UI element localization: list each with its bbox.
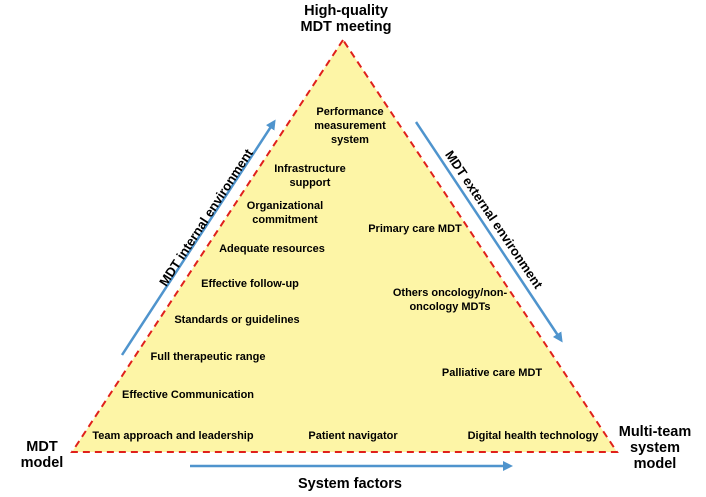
factor-patient-navigator: Patient navigator (308, 430, 398, 442)
factor-performance-measurement: Performance measurement system (285, 105, 415, 147)
internal-environment-arrow (120, 119, 276, 356)
left-corner-label: MDT model (14, 439, 70, 471)
factor-full-therapeutic-range: Full therapeutic range (150, 351, 266, 363)
left-corner-line1: MDT (26, 439, 58, 455)
triangle-shape (70, 38, 619, 453)
factor-line: Others oncology/non- (392, 287, 508, 299)
factor-primary-care-mdt: Primary care MDT (368, 223, 462, 235)
right-corner-line3: model (633, 456, 677, 472)
right-corner-line2: system (630, 440, 680, 456)
factor-line: commitment (252, 214, 318, 226)
factor-palliative-care-mdt: Palliative care MDT (441, 367, 543, 379)
apex-label-line1: High-quality (304, 3, 388, 19)
factor-digital-health-technology: Digital health technology (467, 430, 599, 442)
left-corner-line2: model (20, 455, 64, 471)
factor-line: Organizational (246, 200, 324, 212)
apex-label: High-quality MDT meeting (286, 3, 406, 35)
factor-organizational-commitment: Organizational commitment (225, 199, 345, 227)
factor-line: Performance (316, 106, 384, 118)
factor-line: Infrastructure (274, 163, 346, 175)
factor-effective-follow-up: Effective follow-up (201, 278, 299, 290)
system-factors-label: System factors (298, 476, 402, 492)
factor-adequate-resources: Adequate resources (219, 243, 325, 255)
factor-infrastructure-support: Infrastructure support (250, 162, 370, 190)
factor-team-approach-leadership: Team approach and leadership (92, 430, 254, 442)
right-corner-line1: Multi-team (618, 424, 692, 440)
factor-line: oncology MDTs (409, 301, 491, 313)
factor-line: support (289, 177, 331, 189)
factor-effective-communication: Effective Communication (121, 389, 255, 401)
factor-line: system (331, 134, 369, 146)
external-environment-arrow (414, 121, 563, 343)
apex-label-line2: MDT meeting (300, 19, 392, 35)
factor-other-mdts: Others oncology/non- oncology MDTs (380, 286, 520, 314)
factor-line: measurement (314, 120, 386, 132)
factor-standards-guidelines: Standards or guidelines (174, 314, 300, 326)
right-corner-label: Multi-team system model (610, 424, 700, 472)
